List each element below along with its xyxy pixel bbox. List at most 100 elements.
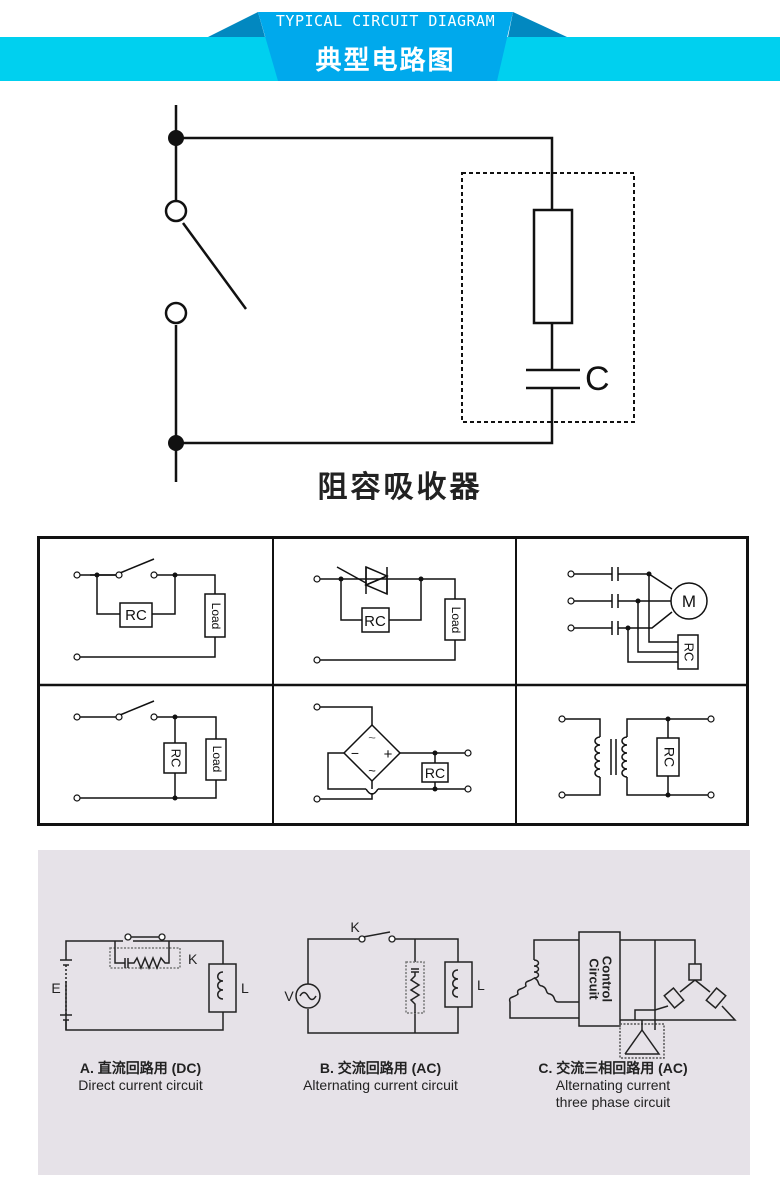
wire-top <box>176 136 554 210</box>
junction <box>646 571 652 577</box>
switch-blade <box>181 222 248 310</box>
junction <box>418 576 424 582</box>
grid-cell-parallel-switch: RC Load <box>40 539 273 685</box>
rc-label: RC <box>425 765 445 781</box>
terminal <box>150 713 158 721</box>
relay-coil <box>217 971 224 1000</box>
primary-coil <box>594 736 601 778</box>
circuit-transformer: RC <box>558 715 715 799</box>
load-box <box>204 593 226 638</box>
junction <box>665 716 671 722</box>
switch-blade <box>119 700 155 716</box>
switch-terminal-top <box>164 199 188 223</box>
circuit-wire <box>320 793 373 800</box>
circuit-wire <box>80 637 216 658</box>
circuit-wire <box>114 941 125 964</box>
motor-coil-right <box>533 977 579 1003</box>
resistor <box>532 208 574 325</box>
circuit-wire <box>648 574 678 643</box>
rc-box <box>163 742 187 774</box>
rc-label: RC <box>661 747 677 767</box>
circuit-wire <box>60 936 237 1031</box>
circuit-wire <box>96 575 120 615</box>
circuit-wire <box>174 105 635 482</box>
control-label-1: Control <box>600 956 615 1002</box>
circuit-wire <box>389 579 422 621</box>
junction <box>432 786 438 792</box>
junction <box>432 750 438 756</box>
terminal <box>150 571 158 579</box>
caption-ac-three-phase: C. 交流三相回路用 (AC) Alternating current thre… <box>508 1060 718 1111</box>
header-flap-left <box>208 12 265 37</box>
caption-dc: A. 直流回路用 (DC) Direct current circuit <box>38 1060 243 1094</box>
circuit-node <box>358 935 366 943</box>
junction-top <box>168 130 184 146</box>
circuit-wire <box>421 578 456 599</box>
junction <box>338 576 344 582</box>
rc-box <box>361 607 390 633</box>
thyristor-forward <box>365 565 389 587</box>
junction-bottom <box>168 435 184 451</box>
rc-dashed-box <box>109 947 181 969</box>
circuit-bridge-rectifier: − + ~ ~ RC <box>313 703 472 803</box>
header-center-panel <box>258 12 513 81</box>
caption-three-phase-cn: C. 交流三相回路用 (AC) <box>538 1060 688 1076</box>
circuit-parallel-switch: RC Load <box>73 558 226 661</box>
rc-label: RC <box>364 613 386 630</box>
rc-box <box>677 634 699 670</box>
header-banner-shape <box>0 12 780 81</box>
circuit-wire <box>533 939 579 960</box>
circuit-wire <box>327 752 366 790</box>
circuit-wire <box>307 1007 459 1034</box>
grid-cell-parallel-load: RC Load <box>40 687 273 823</box>
label-v: V <box>284 988 294 1004</box>
circuit-wire <box>320 640 456 661</box>
circuit-wire <box>574 567 708 670</box>
circuit-wire <box>65 940 224 964</box>
circuit-wire <box>694 979 711 993</box>
load-right <box>705 986 727 1010</box>
motor-label: M <box>682 592 696 611</box>
rc-label: RC <box>125 607 147 624</box>
circuit-wire <box>320 706 465 800</box>
caption-ac-en: Alternating current circuit <box>303 1077 458 1093</box>
load-left <box>663 986 685 1010</box>
circuit-wire <box>409 972 421 1013</box>
header-title-cn: 典型电路图 <box>315 46 456 76</box>
circuit-node <box>124 933 132 941</box>
rc-snubber-diagram <box>164 105 635 482</box>
circuit-wire <box>624 1028 661 1055</box>
rc-module-outline <box>461 172 635 423</box>
circuit-wire <box>128 941 170 971</box>
terminal <box>115 713 123 721</box>
plus-label: + <box>384 746 393 763</box>
wire-bottom <box>176 388 554 445</box>
grid-cell-transformer: RC <box>518 687 746 823</box>
circuit-wire <box>620 939 696 964</box>
circuit-wire <box>508 931 737 1059</box>
header-title-en: TYPICAL CIRCUIT DIAGRAM <box>275 12 496 30</box>
load-box <box>444 598 466 641</box>
caption-ac-cn: B. 交流回路用 (AC) <box>319 1060 442 1076</box>
terminal <box>313 656 321 664</box>
terminal <box>567 597 575 605</box>
circuit-wire <box>80 700 227 799</box>
junction <box>172 714 178 720</box>
load-label: Load <box>449 607 463 634</box>
terminal <box>558 715 566 723</box>
label-l: L <box>241 980 249 996</box>
circuit-wire <box>320 565 466 661</box>
circuit-wire <box>157 716 217 739</box>
terminal <box>707 715 715 723</box>
circuit-wire <box>637 601 678 653</box>
capacitor-label: C <box>585 360 610 398</box>
circuit-node <box>388 935 396 943</box>
caption-three-phase-en-1: Alternating current <box>555 1077 671 1093</box>
circuit-wire <box>157 574 216 594</box>
relay-coil-box <box>444 961 473 1008</box>
circuit-wire <box>620 1005 737 1021</box>
caption-dc-cn: A. 直流回路用 (DC) <box>79 1060 202 1076</box>
junction <box>635 598 641 604</box>
switch-terminal-bottom <box>164 301 188 325</box>
terminal <box>313 575 321 583</box>
